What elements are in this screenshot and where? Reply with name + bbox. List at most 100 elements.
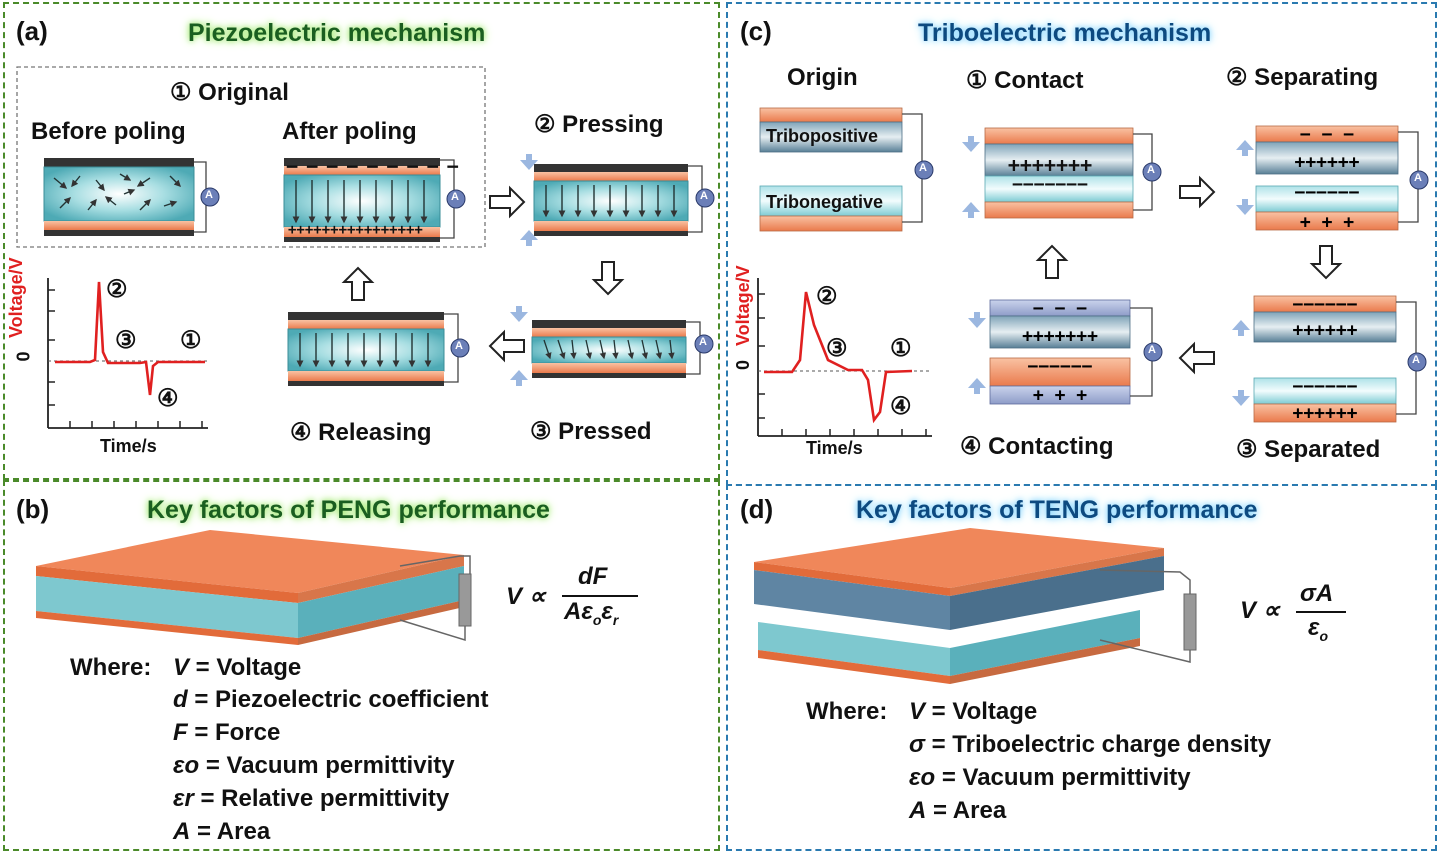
teng-def-eo: εo = Vacuum permittivity xyxy=(909,764,1191,791)
svg-text:+ + +: + + + xyxy=(1300,212,1354,233)
teng-contacting: − − − +++++++ −−−−−− + + + xyxy=(968,298,1153,406)
teng-def-a: A = Area xyxy=(909,797,1007,824)
svg-text:+++++++: +++++++ xyxy=(1008,153,1092,177)
charge-row: ++++++++++++++++ xyxy=(288,222,423,238)
ammeter-label: A xyxy=(1147,164,1155,176)
original-box xyxy=(16,66,486,248)
plot-a-marker-1: ① xyxy=(180,327,202,354)
panel-title-b: Key factors of PENG performance xyxy=(147,496,550,524)
step-contacting: ④ Contacting xyxy=(960,433,1114,460)
svg-text:++++++: ++++++ xyxy=(1294,152,1359,173)
teng-separated: −−−−−− ++++++ −−−−−− ++++++ xyxy=(1232,294,1417,424)
tribonegative-label: Tribonegative xyxy=(766,192,884,212)
svg-text:++++++: ++++++ xyxy=(1292,320,1357,341)
step-releasing: ④ Releasing xyxy=(290,419,432,446)
teng-equation-den: εo xyxy=(1308,614,1329,644)
ammeter-label: A xyxy=(455,340,463,352)
panel-title-a: Piezoelectric mechanism xyxy=(188,19,486,47)
teng-contact: +++++++ −−−−−−− xyxy=(962,127,1153,219)
peng-device xyxy=(36,530,472,645)
panel-title-c: Triboelectric mechanism xyxy=(918,19,1212,47)
device-releasing xyxy=(287,312,459,386)
peng-equation-den: Aεoεr xyxy=(564,598,619,628)
svg-text:+ + +: + + + xyxy=(1033,385,1087,406)
plot-c-marker-3: ③ xyxy=(826,335,848,362)
panel-label-b: (b) xyxy=(16,494,50,524)
device-after-poling xyxy=(283,158,455,242)
svg-text:−−−−−−: −−−−−− xyxy=(1292,376,1357,397)
peng-equation-lhs: V ∝ xyxy=(506,583,546,610)
peng-def-v: V = Voltage xyxy=(173,654,302,681)
panel-a xyxy=(3,2,720,480)
peng-def-d: d = Piezoelectric coefficient xyxy=(173,686,489,713)
plot-a-ylabel: Voltage/V xyxy=(6,257,26,338)
ammeter-label: A xyxy=(205,189,213,201)
voltage-plot-c xyxy=(757,278,932,437)
voltage-plot-a xyxy=(47,278,208,429)
peng-def-a: A = Area xyxy=(173,818,271,845)
svg-text:++++++: ++++++ xyxy=(1292,403,1357,424)
ammeter-icons xyxy=(200,160,1429,372)
plot-c-ylabel: Voltage/V xyxy=(733,265,753,346)
charge-row: − − − − − − − − − xyxy=(286,154,459,178)
fraction-bar xyxy=(1296,611,1346,613)
svg-text:−−−−−−: −−−−−− xyxy=(1294,182,1359,203)
svg-text:−−−−−−: −−−−−− xyxy=(1292,294,1357,315)
origin-label: Origin xyxy=(787,64,858,91)
flow-arrows-c xyxy=(1035,175,1343,375)
step-pressing: ② Pressing xyxy=(534,111,664,138)
plot-a-zero: 0 xyxy=(13,351,34,362)
ammeter-label: A xyxy=(699,336,707,348)
teng-separating: − − − ++++++ −−−−−− + + + xyxy=(1236,124,1419,233)
svg-text:−−−−−−−: −−−−−−− xyxy=(1012,174,1088,195)
panel-b xyxy=(3,480,720,851)
plot-c-xlabel: Time/s xyxy=(806,438,863,458)
teng-def-v: V = Voltage xyxy=(909,698,1038,725)
svg-text:− − −: − − − xyxy=(1033,298,1087,319)
panel-label-a: (a) xyxy=(16,16,48,46)
ammeter-label: A xyxy=(700,190,708,202)
svg-text:+++++++: +++++++ xyxy=(1022,326,1098,347)
step-separated: ③ Separated xyxy=(1236,436,1381,463)
plot-c-marker-4: ④ xyxy=(890,393,912,420)
after-poling-label: After poling xyxy=(282,118,417,145)
svg-text:−−−−−−: −−−−−− xyxy=(1027,356,1092,377)
step-separating: ② Separating xyxy=(1226,64,1379,91)
plot-a-xlabel: Time/s xyxy=(100,436,157,456)
teng-origin xyxy=(759,107,923,232)
teng-def-sigma: σ = Triboelectric charge density xyxy=(909,731,1272,758)
step-original: ① Original xyxy=(170,79,289,106)
plot-a-marker-2: ② xyxy=(106,276,128,303)
plot-c-zero: 0 xyxy=(733,359,753,370)
fraction-bar xyxy=(562,595,638,597)
ammeter-label: A xyxy=(1148,344,1156,356)
teng-equation-lhs: V ∝ xyxy=(1240,597,1280,624)
teng-equation-num: σA xyxy=(1300,580,1334,607)
peng-def-er: εr = Relative permittivity xyxy=(173,785,450,812)
device-pressing xyxy=(520,154,703,246)
plot-a-marker-3: ③ xyxy=(115,327,137,354)
peng-where: Where: xyxy=(70,654,152,681)
plot-c-marker-1: ① xyxy=(890,335,912,362)
step-pressed: ③ Pressed xyxy=(530,418,652,445)
svg-text:− − −: − − − xyxy=(1300,124,1354,145)
ammeter-label: A xyxy=(1412,354,1420,366)
teng-where: Where: xyxy=(806,698,888,725)
step-contact: ① Contact xyxy=(966,67,1084,94)
plot-a-marker-4: ④ xyxy=(157,385,179,412)
tribopositive-label: Tribopositive xyxy=(766,126,879,146)
ammeter-label: A xyxy=(1414,172,1422,184)
ammeter-label: A xyxy=(919,162,927,174)
ammeter-label: A xyxy=(451,191,459,203)
panel-d xyxy=(726,484,1437,851)
device-pressed xyxy=(510,306,701,386)
flow-arrows-a xyxy=(341,185,625,363)
peng-equation-num: dF xyxy=(578,563,608,590)
teng-device xyxy=(754,528,1197,684)
panel-label-c: (c) xyxy=(740,16,772,46)
panel-label-d: (d) xyxy=(740,494,774,524)
before-poling-label: Before poling xyxy=(31,118,186,145)
device-before-poling xyxy=(43,158,207,236)
plot-c-marker-2: ② xyxy=(816,283,838,310)
